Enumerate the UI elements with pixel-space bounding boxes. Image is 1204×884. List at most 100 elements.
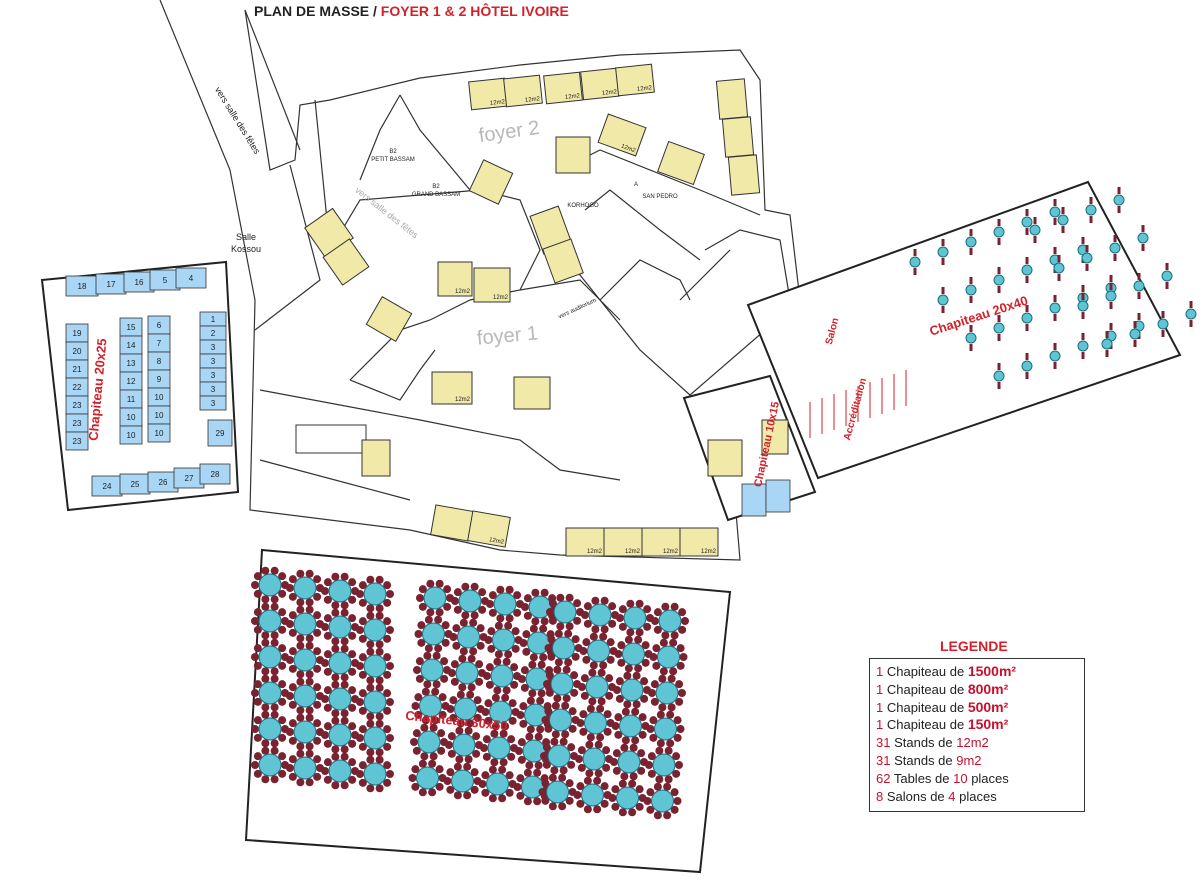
table-top (416, 766, 439, 790)
stand-box (431, 371, 473, 405)
chair (415, 657, 424, 666)
chair (449, 713, 458, 722)
chair (534, 761, 543, 770)
chair (521, 603, 529, 611)
stand-12m2 (727, 154, 761, 196)
stand-9m2 (65, 431, 89, 451)
round-table (651, 602, 689, 640)
chair (520, 683, 529, 692)
round-table (251, 638, 289, 676)
chair (666, 739, 675, 748)
chair (1025, 324, 1029, 331)
chair (321, 623, 329, 631)
chair (576, 782, 585, 791)
chair (511, 627, 520, 636)
chair (596, 733, 605, 742)
round-table (543, 665, 581, 703)
round-table (578, 668, 616, 706)
stand-number: 12 (127, 377, 136, 386)
round-table (286, 749, 324, 787)
chair (331, 781, 340, 790)
chair (1081, 352, 1085, 359)
chair (614, 713, 623, 722)
chair (583, 602, 592, 611)
stand-number: 13 (127, 359, 136, 368)
chair (475, 660, 484, 669)
table-top (493, 592, 517, 616)
chair (383, 598, 392, 607)
chair (348, 631, 357, 640)
chair (288, 664, 297, 673)
table-top (658, 609, 682, 633)
chair (635, 599, 644, 608)
stand-number: 23 (73, 401, 82, 410)
chair (321, 695, 329, 703)
legend-item-qty: 31 (876, 752, 891, 768)
chair (1025, 305, 1029, 312)
chair (375, 647, 384, 656)
stand-12m2: 12m2 (437, 261, 473, 297)
table-top (1157, 318, 1169, 330)
chair (270, 739, 279, 748)
chair (570, 671, 579, 680)
chair (666, 710, 675, 719)
chair (600, 625, 609, 634)
chair (443, 777, 452, 785)
chair (673, 716, 682, 725)
chair (348, 614, 357, 623)
chair (620, 743, 629, 752)
chair (1161, 330, 1165, 337)
round-table (321, 680, 359, 718)
chair (286, 692, 294, 700)
chair (323, 614, 332, 623)
round-table (356, 647, 394, 685)
chair (634, 664, 643, 673)
chair (331, 644, 340, 653)
legend-item-text: Chapiteau de (883, 699, 968, 715)
stand-number: 19 (73, 329, 82, 338)
foyer-2-label: foyer 2 (477, 117, 541, 147)
chair (533, 768, 542, 777)
chair (418, 788, 427, 797)
chair (445, 741, 453, 749)
chair (455, 755, 464, 764)
chair (669, 638, 678, 647)
round-table (321, 716, 359, 754)
chair (313, 575, 322, 584)
chair (997, 267, 1001, 274)
table-top (328, 687, 352, 711)
round-table (646, 710, 685, 748)
chair (383, 634, 392, 643)
chair (1133, 340, 1137, 347)
stand-number: 3 (211, 343, 216, 352)
stand-12m2 (761, 419, 789, 455)
chair (508, 699, 517, 708)
table-top (617, 750, 641, 774)
chair (356, 770, 364, 778)
stand-9m2 (147, 423, 171, 443)
chair (305, 569, 314, 578)
chair (1053, 362, 1057, 369)
chair (1053, 247, 1057, 254)
chair (658, 674, 667, 683)
chair (576, 799, 585, 808)
chair (1025, 372, 1029, 379)
chair (410, 738, 418, 746)
table-top (363, 762, 387, 786)
chair (559, 737, 568, 746)
chair (437, 729, 446, 738)
chair (646, 805, 655, 814)
chair (461, 582, 470, 591)
chair (288, 611, 297, 620)
chair (488, 794, 497, 803)
chair (383, 617, 392, 626)
chair (573, 791, 582, 799)
chair (544, 724, 553, 733)
chair (288, 736, 297, 745)
chair (435, 782, 444, 791)
chair (641, 658, 650, 667)
table-top (651, 789, 674, 813)
legend-item: 31 Stands de 9m2 (876, 752, 1078, 770)
